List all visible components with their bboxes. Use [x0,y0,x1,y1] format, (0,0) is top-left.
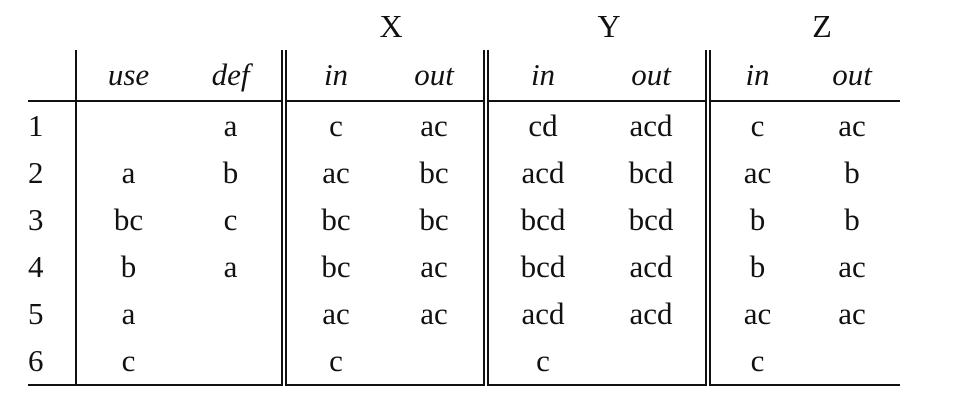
header-x-in: in [281,50,385,102]
header-z-out: out [804,50,900,102]
cell-x-in: bc [281,243,385,290]
cell-use: bc [75,196,180,243]
cell-z-out: b [844,155,860,190]
cell-z-in: ac [705,290,804,337]
cell-def: c [223,202,238,237]
cell-x-out: ac [420,108,448,143]
liveness-table: use def in out in out in out 1 a c ac cd… [28,50,900,386]
cell-y-in: acd [483,290,597,337]
cell-x-out: ac [420,296,448,331]
header-use: use [75,50,180,102]
cell-def: a [223,108,238,143]
header-y-out: out [597,50,708,102]
cell-y-in: acd [483,149,597,196]
row-number: 4 [28,249,44,284]
cell-z-in: ac [705,149,804,196]
cell-x-in: ac [281,149,385,196]
cell-z-in: c [705,101,804,149]
header-def: def [180,50,284,102]
row-number: 5 [28,296,44,331]
cell-z-in: b [705,243,804,290]
row-number: 2 [28,155,44,190]
table-row: 2 a b ac bc acd bcd ac b [28,149,900,196]
header-row: use def in out in out in out [28,50,900,102]
cell-use: c [75,337,180,386]
cell-def: a [223,249,238,284]
group-label-x: X [379,8,403,44]
cell-y-in: bcd [483,196,597,243]
cell-y-out: bcd [628,155,674,190]
cell-x-in: c [281,337,385,386]
row-number: 3 [28,202,44,237]
cell-z-out: b [844,202,860,237]
table-row: 4 b a bc ac bcd acd b ac [28,243,900,290]
cell-use: a [75,290,180,337]
cell-x-in: c [281,101,385,149]
cell-use: b [75,243,180,290]
cell-use [75,101,180,149]
cell-y-in: bcd [483,243,597,290]
cell-y-out [597,337,708,386]
header-number [28,50,76,102]
group-label-y: Y [597,8,621,44]
table-row: 1 a c ac cd acd c ac [28,101,900,149]
row-number: 6 [28,337,76,386]
cell-x-out: bc [419,202,449,237]
cell-x-in: ac [281,290,385,337]
cell-y-out: bcd [628,202,674,237]
group-labels: X Y Z [0,4,957,48]
cell-z-in: c [705,337,804,386]
table-row: 5 a ac ac acd acd ac ac [28,290,900,337]
cell-x-out: ac [420,249,448,284]
table-row: 3 bc c bc bc bcd bcd b b [28,196,900,243]
header-x-out: out [385,50,486,102]
cell-y-in: c [483,337,597,386]
header-z-in: in [705,50,804,102]
cell-z-out [804,337,900,386]
table-row: 6 c c c c [28,337,900,386]
cell-x-out: bc [419,155,449,190]
cell-z-in: b [705,196,804,243]
cell-y-out: acd [629,108,673,143]
cell-x-out [385,337,486,386]
cell-y-out: acd [629,249,673,284]
cell-y-out: acd [629,296,673,331]
cell-z-out: ac [838,108,866,143]
cell-x-in: bc [281,196,385,243]
header-y-in: in [483,50,597,102]
group-label-z: Z [812,8,832,44]
cell-z-out: ac [838,249,866,284]
cell-def [180,290,284,337]
cell-def [180,337,284,386]
cell-def: b [222,155,239,190]
cell-y-in: cd [483,101,597,149]
cell-z-out: ac [838,296,866,331]
cell-use: a [75,149,180,196]
row-number: 1 [28,108,44,143]
